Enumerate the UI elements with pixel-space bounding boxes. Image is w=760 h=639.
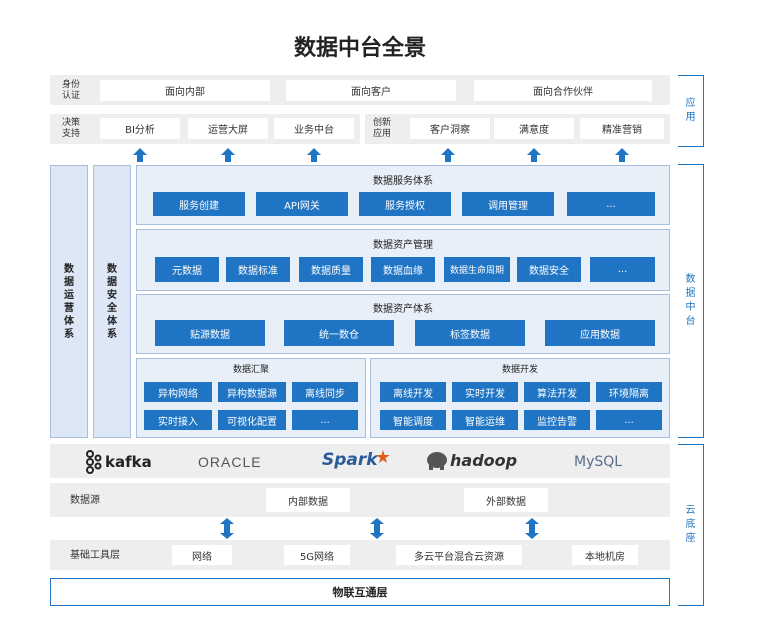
asset-management-title: 数据资产管理 [373, 240, 433, 251]
up-arrow-icon [307, 148, 321, 162]
asset-system-item: 贴源数据 [155, 320, 265, 346]
decision-item-business: 业务中台 [274, 118, 354, 139]
data-security-system: 数 据 安 全 体 系 [93, 165, 131, 438]
double-arrow-icon [525, 518, 539, 539]
oracle-logo: ORACLE [198, 454, 262, 470]
right-bar-app-label: 应 用 [685, 98, 696, 123]
decision-item-bi: BI分析 [100, 118, 180, 139]
development-item: ... [596, 410, 662, 430]
data-source-row [50, 483, 670, 517]
up-arrow-icon [441, 148, 455, 162]
development-item: 环境隔离 [596, 382, 662, 402]
asset-system-title: 数据资产体系 [373, 304, 433, 315]
data-ops-label: 数 据 运 营 体 系 [64, 263, 74, 340]
asset-mgmt-item: 元数据 [155, 257, 219, 282]
collection-item: 异构数据源 [218, 382, 286, 402]
development-item: 智能运维 [452, 410, 518, 430]
service-item: ... [567, 192, 655, 216]
up-arrow-icon [133, 148, 147, 162]
development-item: 离线开发 [380, 382, 446, 402]
double-arrow-icon [370, 518, 384, 539]
development-item: 实时开发 [452, 382, 518, 402]
innovation-item-satisfaction: 满意度 [494, 118, 574, 139]
double-arrows [220, 518, 539, 539]
data-development-title: 数据开发 [501, 365, 538, 375]
asset-system-item: 统一数仓 [284, 320, 394, 346]
asset-mgmt-item: 数据标准 [226, 257, 290, 282]
infra-row [50, 540, 670, 570]
infra-item: 网络 [172, 545, 232, 565]
infra-item: 多云平台混合云资源 [396, 545, 522, 565]
up-arrow-icon [527, 148, 541, 162]
development-item: 算法开发 [524, 382, 590, 402]
spark-logo: Spark [322, 450, 390, 470]
spark-star-icon [375, 450, 390, 463]
right-bar-cloud-label: 云 底 座 [685, 505, 696, 544]
identity-label: 身份 认证 [62, 80, 81, 101]
up-arrow-icon [615, 148, 629, 162]
tech-logos-row [50, 444, 670, 478]
asset-system-item: 标签数据 [415, 320, 525, 346]
data-source-label: 数据源 [70, 495, 100, 506]
up-arrow-icon [221, 148, 235, 162]
decision-label: 决策 支持 [62, 118, 81, 139]
data-ops-system: 数 据 运 营 体 系 [50, 165, 88, 438]
hadoop-text: hadoop [450, 450, 518, 470]
innovation-item-marketing: 精准营销 [580, 118, 664, 139]
data-security-label: 数 据 安 全 体 系 [107, 263, 117, 340]
identity-item-partner: 面向合作伙伴 [474, 80, 652, 101]
kafka-text: kafka [105, 453, 152, 471]
infra-item: 5G网络 [284, 545, 350, 565]
asset-mgmt-item: 数据生命周期 [444, 257, 510, 282]
iot-label: 物联互通层 [332, 586, 388, 599]
collection-item: 可视化配置 [218, 410, 286, 430]
service-system-title: 数据服务体系 [373, 176, 433, 187]
identity-item-internal: 面向内部 [100, 80, 270, 101]
collection-item: ... [292, 410, 358, 430]
internal-data: 内部数据 [266, 488, 350, 512]
collection-item: 离线同步 [292, 382, 358, 402]
identity-item-customer: 面向客户 [286, 80, 456, 101]
service-item: 服务创建 [153, 192, 245, 216]
collection-item: 实时接入 [144, 410, 212, 430]
hadoop-elephant-icon [427, 452, 447, 470]
asset-system-item: 应用数据 [545, 320, 655, 346]
spark-text: Spark [322, 450, 378, 470]
external-data: 外部数据 [464, 488, 548, 512]
asset-mgmt-item: 数据血缘 [371, 257, 435, 282]
iot-layer: 物联互通层 [50, 578, 670, 606]
kafka-icon [86, 450, 102, 474]
data-collection-title: 数据汇聚 [232, 365, 269, 375]
mysql-logo: MySQL [574, 454, 623, 470]
infra-label: 基础工具层 [70, 550, 120, 561]
asset-mgmt-item: 数据安全 [517, 257, 581, 282]
development-item: 智能调度 [380, 410, 446, 430]
innovation-item-insight: 客户洞察 [410, 118, 490, 139]
right-bar-platform-label: 数 据 中 台 [685, 274, 696, 327]
up-arrows [133, 148, 629, 162]
right-bar-cloud: 云 底 座 [678, 444, 704, 606]
service-item: 调用管理 [462, 192, 554, 216]
decision-item-dashboard: 运营大屏 [188, 118, 268, 139]
hadoop-logo: hadoop [426, 450, 517, 470]
right-bar-platform: 数 据 中 台 [678, 164, 704, 438]
innovation-label: 创新 应用 [373, 118, 392, 139]
page-title: 数据中台全景 [293, 36, 426, 61]
infra-item: 本地机房 [572, 545, 638, 565]
kafka-logo: kafka [84, 450, 152, 474]
right-bar-app: 应 用 [678, 75, 704, 147]
service-item: 服务授权 [359, 192, 451, 216]
asset-mgmt-item: ... [590, 257, 655, 282]
development-item: 监控告警 [524, 410, 590, 430]
collection-item: 异构网络 [144, 382, 212, 402]
asset-mgmt-item: 数据质量 [299, 257, 363, 282]
service-item: API网关 [256, 192, 348, 216]
double-arrow-icon [220, 518, 234, 539]
